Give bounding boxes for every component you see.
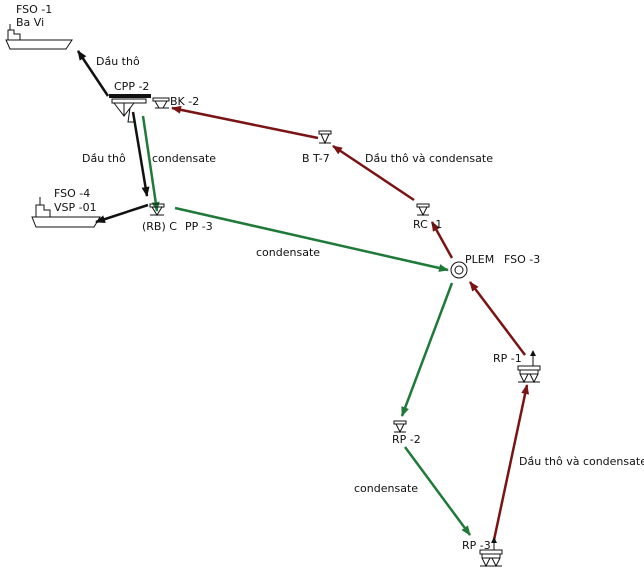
fso4-sublabel: VSP -01 [54,201,97,214]
tanker-ship-icon [31,197,101,228]
bt7-label: B T-7 [302,152,330,165]
wellhead-platform-icon [149,203,165,216]
production-platform-icon [517,350,541,384]
wellhead-platform-icon [152,97,170,109]
flow-rbc-to-fso4 [95,203,149,224]
rp3-label: RP -3 [462,539,491,552]
flow-cpp2-to-rbc-crude [131,111,150,197]
flow-rbc-to-plem [174,206,449,272]
plem-icon [450,261,468,279]
bk2-label: BK -2 [170,95,199,108]
rbc-label: (RB) C [142,220,177,233]
flow-rp2-to-rp3 [403,446,472,536]
wellhead-platform-icon [393,420,407,434]
flow-bt7-to-bk2 [171,105,319,140]
flow-label-bt7-to-bk2: Dầu thô và condensate [365,152,493,165]
rc1-label: RC -1 [413,218,442,231]
flow-plem-to-rp2 [400,282,454,417]
flow-label-rbc-to-plem: condensate [256,246,320,259]
flow-rp1-to-plem [469,281,526,356]
flow-label-cpp-to-rbc-condensate: condensate [152,152,216,165]
tanker-ship-icon [5,24,73,50]
fso3-label: FSO -3 [504,253,540,266]
production-platform-icon [479,537,503,568]
flow-cpp2-to-fso1 [76,50,110,97]
pp3-label: PP -3 [185,220,213,233]
fso4-label: FSO -4 [54,187,90,200]
flow-plem-to-rc1 [430,221,454,259]
wellhead-platform-icon [416,203,430,217]
flow-label-rp3-to-rp1: Dầu thô và condensate [519,455,644,468]
wellhead-platform-icon [318,130,332,145]
flow-label-rp2-to-rp3: condensate [354,482,418,495]
plem-label: PLEM [465,253,494,266]
flow-label-cpp-to-fso1: Dầu thô [96,55,140,68]
fso1-sublabel: Ba Vi [16,16,44,29]
flow-cpp2-to-rbc-condensate [141,115,160,212]
cpp2-label: CPP -2 [114,80,149,93]
central-platform-icon [109,94,151,123]
flow-label-cpp-to-rbc-crude: Dầu thô [82,152,126,165]
rp2-label: RP -2 [392,433,421,446]
fso1-label: FSO -1 [16,3,52,16]
flow-rc1-to-bt7 [332,144,415,202]
rp1-label: RP -1 [493,352,522,365]
flow-rp3-to-rp1 [492,384,530,541]
